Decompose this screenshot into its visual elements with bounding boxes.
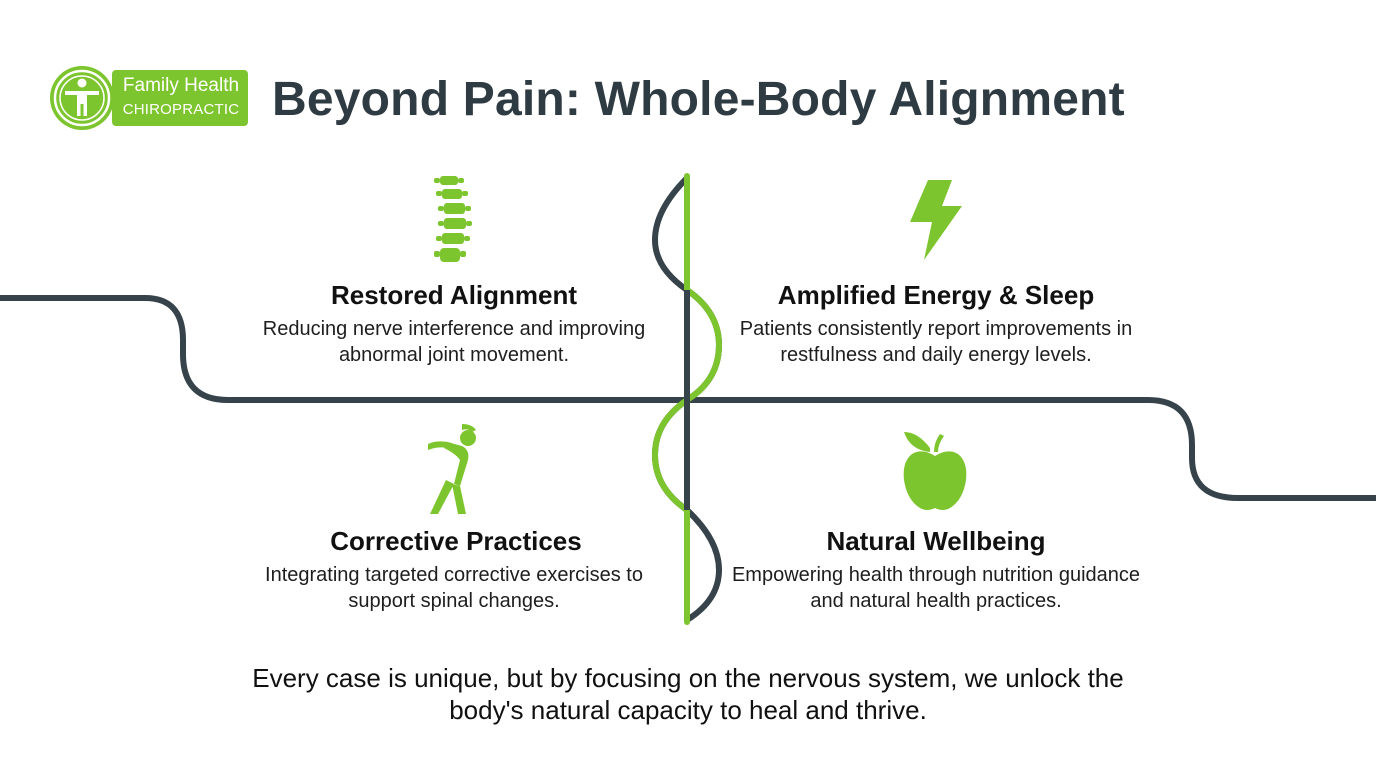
- logo-badge: [112, 70, 248, 126]
- person-emblem-icon: [50, 66, 114, 130]
- closing-statement: Every case is unique, but by focusing on…: [252, 663, 1124, 725]
- page-title: Beyond Pain: Whole-Body Alignment: [272, 73, 1125, 126]
- feature-title-energy-sleep: Amplified Energy & Sleep: [777, 280, 1095, 310]
- brand-subtitle: CHIROPRACTIC: [122, 101, 240, 118]
- feature-title-natural-wellbeing: Natural Wellbeing: [826, 526, 1046, 556]
- feature-title-restored-alignment: Restored Alignment: [330, 280, 578, 310]
- spine-icon: [434, 176, 472, 262]
- feature-title-corrective-practices: Corrective Practices: [330, 526, 582, 556]
- lightning-bolt-icon: [910, 180, 962, 260]
- apple-icon: [903, 432, 967, 510]
- feature-desc-energy-sleep: Patients consistently report improvement…: [739, 318, 1133, 366]
- feature-desc-natural-wellbeing: Empowering health through nutrition guid…: [731, 564, 1141, 612]
- stretching-person-icon: [428, 424, 476, 514]
- brand-name: Family Health: [122, 75, 240, 96]
- feature-desc-restored-alignment: Reducing nerve interference and improvin…: [262, 318, 646, 366]
- feature-desc-corrective-practices: Integrating targeted corrective exercise…: [265, 564, 643, 612]
- brand-logo[interactable]: Family Health CHIROPRACTIC: [48, 64, 250, 132]
- dark-step-line: [0, 295, 1376, 501]
